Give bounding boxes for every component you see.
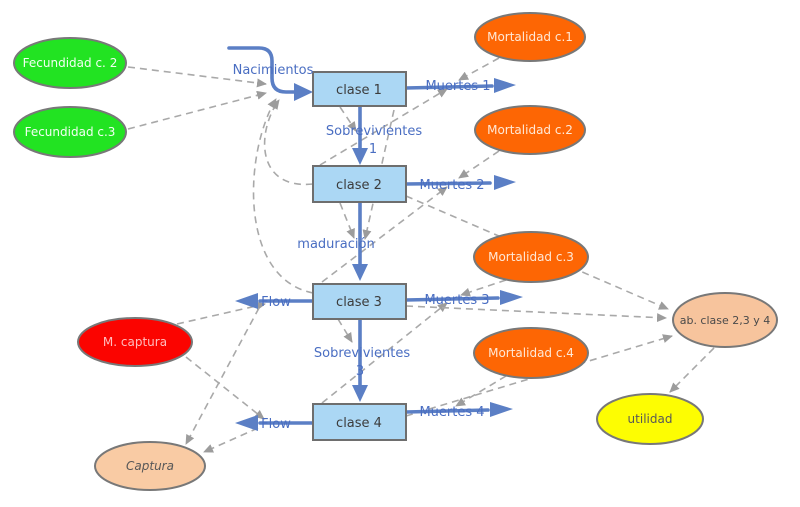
arrowhead-sobrevivientes-1 <box>352 148 368 165</box>
stock-clase-1-label: clase 1 <box>336 83 382 98</box>
variable-utilidad[interactable] <box>596 393 704 445</box>
flow-label-muertes-4: Muertes 4 <box>419 405 484 420</box>
flow-label-muertes-1: Muertes 1 <box>425 79 490 94</box>
flow-pipe-muertes-4[interactable] <box>404 408 490 414</box>
connector-clase-4-to-muertes-3[interactable] <box>321 302 448 404</box>
flow-label-flow-4: Flow <box>261 417 291 432</box>
variable-m-captura[interactable] <box>77 317 193 367</box>
connector-fecundidad-c3-to-nacimientos[interactable] <box>127 90 267 130</box>
connector-mortalidad-c1-to-muertes-1[interactable] <box>458 57 500 81</box>
arrowhead-muertes-4 <box>490 402 513 417</box>
flow-label-sobrevivientes-1-num: 1 <box>369 142 377 157</box>
variable-mortalidad-c2-label: Mortalidad c.2 <box>487 123 573 137</box>
variable-mortalidad-c3[interactable] <box>473 231 589 283</box>
variable-fecundidad-c2[interactable] <box>13 37 127 89</box>
stock-clase-2-label: clase 2 <box>336 178 382 193</box>
variable-fecundidad-c3[interactable] <box>13 106 127 158</box>
arrowhead-muertes-1 <box>494 78 516 93</box>
variable-mortalidad-c4-label: Mortalidad c.4 <box>488 346 574 360</box>
flow-label-sobrevivientes-1: Sobrevivientes <box>326 124 422 139</box>
variable-utilidad-label: utilidad <box>628 412 673 426</box>
connector-clase-3-to-sobrevivientes-3[interactable] <box>337 318 353 343</box>
arrowhead-flow-4 <box>235 415 258 431</box>
stock-clase-3[interactable] <box>312 283 407 320</box>
variable-mortalidad-c2[interactable] <box>474 105 586 155</box>
arrowhead-sobrevivientes-3 <box>352 385 368 402</box>
connector-mortalidad-c3-to-muertes-3[interactable] <box>460 279 507 297</box>
connector-clase-3-to-muertes-2[interactable] <box>321 186 448 283</box>
connector-flow-4-to-captura[interactable] <box>203 427 259 453</box>
connector-ab-clase-to-utilidad[interactable] <box>669 347 715 393</box>
flow-label-flow-3: Flow <box>261 295 291 310</box>
variable-fecundidad-c3-label: Fecundidad c.3 <box>25 125 116 139</box>
stock-clase-4-label: clase 4 <box>336 416 382 431</box>
connector-clase-1-to-sobrevivientes-1[interactable] <box>339 106 357 132</box>
stocks-layer: clase 1 clase 2 clase 3 clase 4 <box>312 71 407 441</box>
connector-clase-2-to-maduracion[interactable] <box>339 202 355 239</box>
variable-labels-layer: Fecundidad c. 2 Fecundidad c.3 Mortalida… <box>23 30 771 473</box>
connector-flow-3-to-captura[interactable] <box>185 307 260 445</box>
flow-labels-layer: Nacimientos Muertes 1 Sobrevivientes 1 M… <box>233 63 491 432</box>
connector-mortalidad-c2-to-muertes-2[interactable] <box>458 150 500 179</box>
connector-clase-2-to-muertes-1[interactable] <box>319 88 448 166</box>
stock-clase-3-label: clase 3 <box>336 295 382 310</box>
flow-pipe-muertes-1[interactable] <box>404 84 494 90</box>
flow-label-muertes-3: Muertes 3 <box>424 293 489 308</box>
flow-label-sobrevivientes-3: Sobrevivientes <box>314 346 410 361</box>
arrowhead-flow-3 <box>235 293 258 309</box>
flow-label-muertes-2: Muertes 2 <box>419 178 484 193</box>
flow-pipe-muertes-2[interactable] <box>404 181 492 186</box>
stock-clase-1[interactable] <box>312 71 407 107</box>
connector-m-captura-to-flow-4[interactable] <box>185 356 265 420</box>
variable-mortalidad-c4[interactable] <box>473 327 589 379</box>
stock-clase-4[interactable] <box>312 403 407 441</box>
variable-m-captura-label: M. captura <box>103 335 167 349</box>
stock-clase-2[interactable] <box>312 165 407 203</box>
flow-label-maduracion: maduración <box>297 237 374 252</box>
variable-fecundidad-c2-label: Fecundidad c. 2 <box>23 56 118 70</box>
arrowhead-maduracion <box>352 264 368 281</box>
connector-m-captura-to-flow-3[interactable] <box>176 301 266 325</box>
variable-ab-clase-234-label: ab. clase 2,3 y 4 <box>680 314 771 327</box>
arrowhead-nacimientos <box>294 83 313 101</box>
variable-mortalidad-c1[interactable] <box>474 12 586 62</box>
variables-layer <box>13 12 778 491</box>
flow-pipe-muertes-3[interactable] <box>404 296 500 302</box>
variable-captura[interactable] <box>94 441 206 491</box>
flow-label-nacimientos: Nacimientos <box>233 63 314 78</box>
connector-clase-3-to-ab-clase[interactable] <box>405 305 667 323</box>
arrowhead-muertes-3 <box>500 290 523 305</box>
variable-ab-clase-234[interactable] <box>672 292 778 348</box>
connector-mortalidad-c4-to-muertes-4[interactable] <box>455 375 507 407</box>
variable-mortalidad-c3-label: Mortalidad c.3 <box>488 250 574 264</box>
variable-captura-label: Captura <box>126 459 174 473</box>
variable-mortalidad-c1-label: Mortalidad c.1 <box>487 30 573 44</box>
flow-label-sobrevivientes-3-num: 3 <box>356 364 364 379</box>
flow-pipe-nacimientos[interactable] <box>227 46 296 94</box>
connector-clase-3-to-nacimientos[interactable] <box>252 98 314 294</box>
arrowhead-muertes-2 <box>494 175 516 190</box>
connector-clase-2-to-nacimientos[interactable] <box>263 99 314 186</box>
